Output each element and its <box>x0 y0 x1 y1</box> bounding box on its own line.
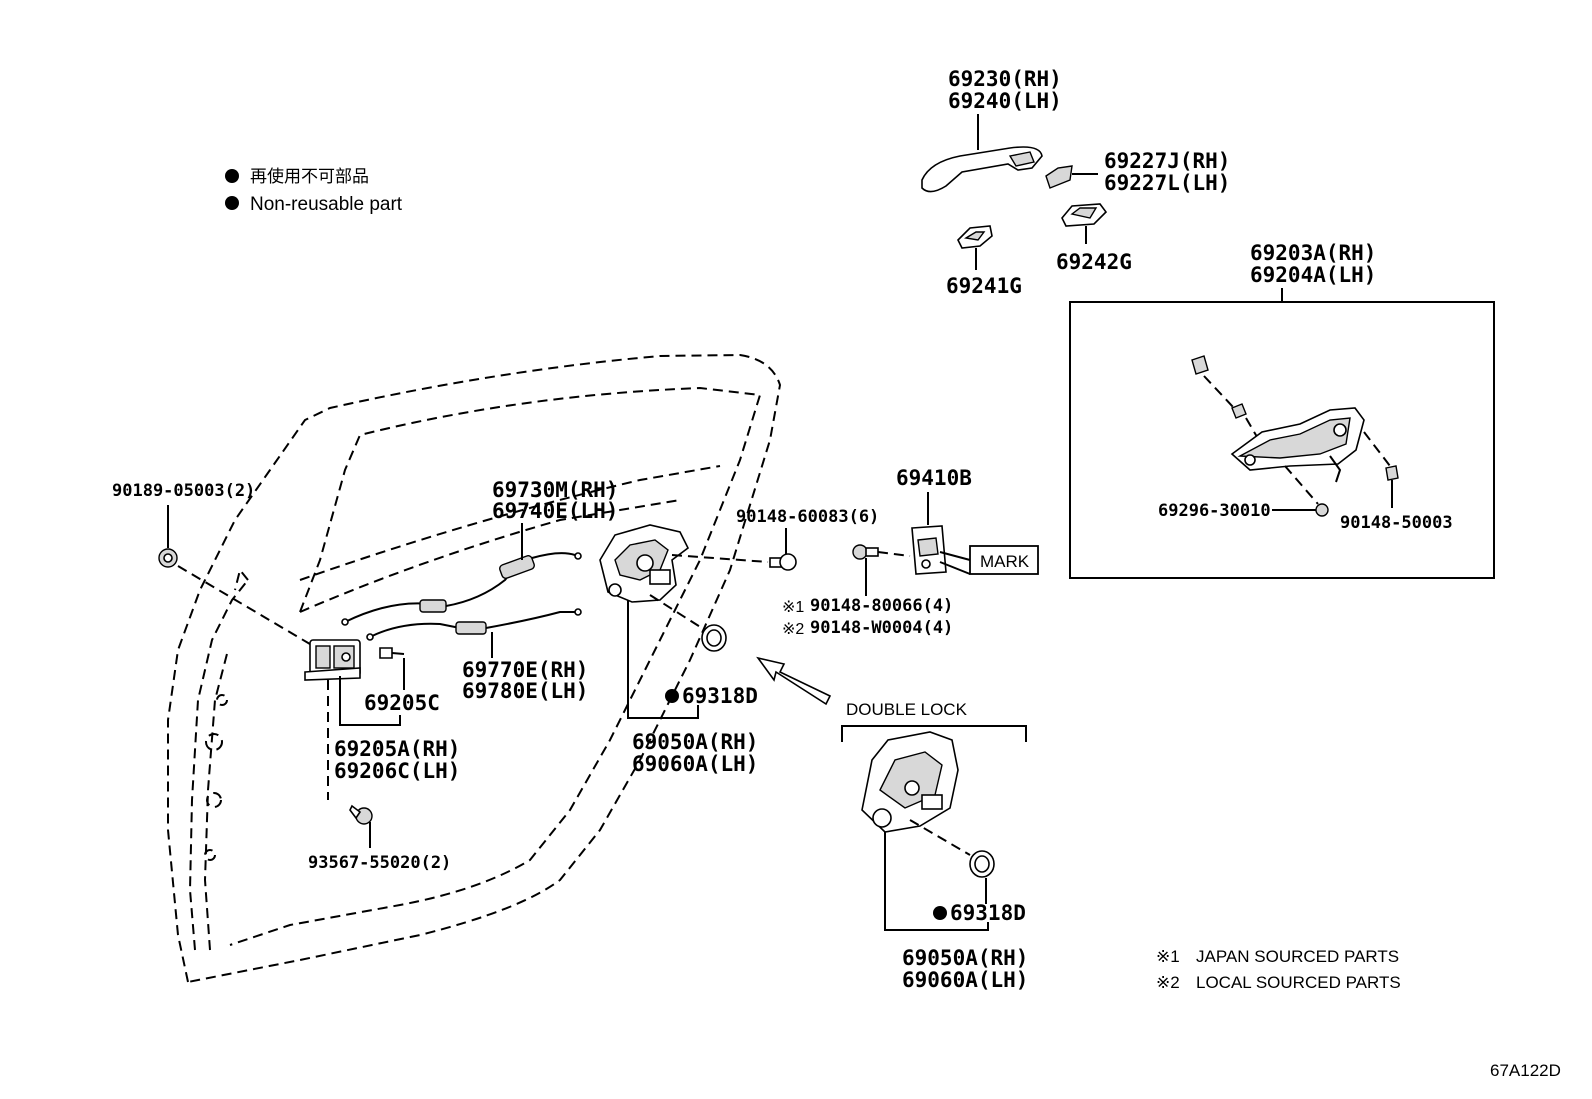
part-number-69318d-double: 69318D <box>950 901 1026 925</box>
part-number-69318d: 69318D <box>682 684 758 708</box>
note-mark-2: ※2 <box>782 621 804 638</box>
note-1-text: JAPAN SOURCED PARTS <box>1196 947 1399 966</box>
part-number-69060a: 69060A(LH) <box>632 752 758 776</box>
clip-part <box>158 548 178 568</box>
bracket-line <box>339 676 401 726</box>
part-number-69205c: 69205C <box>364 691 440 715</box>
handle-pad-rear <box>1061 203 1108 227</box>
leader-line <box>939 561 971 575</box>
leader-dash <box>649 594 706 631</box>
diagram-code: 67A122D <box>1490 1061 1561 1080</box>
non-reusable-dot-icon <box>225 196 239 210</box>
part-number-90148-80066: 90148-80066(4) <box>810 596 953 616</box>
part-number-69204a: 69204A(LH) <box>1250 263 1376 287</box>
leader-dash <box>1284 465 1319 505</box>
frame-clip-nut <box>1231 403 1247 419</box>
bolt-93567 <box>349 804 373 825</box>
part-number-69740e: 69740E(LH) <box>492 499 618 523</box>
note-1-mark: ※1 <box>1156 947 1180 966</box>
door-lock-assembly-main <box>599 524 690 603</box>
part-number-90148-50003: 90148-50003 <box>1340 513 1453 533</box>
screw-90148-80066 <box>852 544 879 560</box>
part-number-69242g: 69242G <box>1056 250 1132 274</box>
part-number-69770e: 69770E(RH) <box>462 658 588 682</box>
non-reusable-dot-icon <box>225 169 239 183</box>
bracket-line <box>627 600 699 719</box>
screw-90148-50003 <box>1385 465 1399 481</box>
part-number-69230: 69230(RH) <box>948 67 1062 91</box>
part-number-69206c: 69206C(LH) <box>334 759 460 783</box>
lock-cable-upper <box>341 552 582 626</box>
note-2-mark: ※2 <box>1156 973 1180 992</box>
direction-arrow <box>756 656 832 706</box>
bracket-line <box>884 832 989 931</box>
mark-label: MARK <box>980 552 1030 571</box>
leader-dash <box>909 819 971 856</box>
part-number-69410b: 69410B <box>896 466 972 490</box>
handle-pad-front <box>957 225 993 249</box>
part-number-69780e: 69780E(LH) <box>462 679 588 703</box>
note-mark-1: ※1 <box>782 599 804 616</box>
part-number-69227l: 69227L(LH) <box>1104 171 1230 195</box>
leader-dash <box>671 554 769 563</box>
outside-handle <box>921 146 1043 193</box>
part-number-69240: 69240(LH) <box>948 89 1062 113</box>
non-reusable-dot-icon <box>665 689 679 703</box>
part-number-69730m: 69730M(RH) <box>492 478 618 502</box>
leader-line <box>939 551 971 561</box>
note-2-text: LOCAL SOURCED PARTS <box>1196 973 1401 992</box>
double-lock-title: DOUBLE LOCK <box>846 700 968 719</box>
leader-dash <box>1363 431 1391 467</box>
part-number-69205a: 69205A(RH) <box>334 737 460 761</box>
part-number-93567: 93567-55020(2) <box>308 853 451 873</box>
door-lock-assembly-double <box>861 731 959 833</box>
lock-cable-lower <box>366 608 582 641</box>
part-number-90189: 90189-05003(2) <box>112 481 255 501</box>
part-number-69060a-double: 69060A(LH) <box>902 968 1028 992</box>
frame-assembly-box <box>1069 301 1495 579</box>
part-number-69227j: 69227J(RH) <box>1104 149 1230 173</box>
grommet-69318d <box>701 624 727 652</box>
non-reusable-dot-icon <box>933 906 947 920</box>
part-number-69050a-double: 69050A(RH) <box>902 946 1028 970</box>
part-number-90148-w0004: 90148-W0004(4) <box>810 618 953 638</box>
part-number-69241g: 69241G <box>946 274 1022 298</box>
screw-69296 <box>1315 503 1329 517</box>
screw-90148-60083 <box>769 553 797 571</box>
leader-dash <box>177 565 321 651</box>
mark-box <box>969 545 1039 575</box>
part-number-90148-60083: 90148-60083(6) <box>736 507 879 527</box>
handle-cap <box>1045 165 1073 189</box>
legend-english: Non-reusable part <box>250 194 403 215</box>
part-number-69203a: 69203A(RH) <box>1250 241 1376 265</box>
frame-clip-upper <box>1191 355 1209 375</box>
leader-dash <box>1203 375 1235 409</box>
part-number-69296: 69296-30010 <box>1158 501 1271 521</box>
legend-japanese: 再使用不可部品 <box>250 166 369 186</box>
door-lock-assembly-left <box>304 639 361 681</box>
part-number-69050a: 69050A(RH) <box>632 730 758 754</box>
leader-dash <box>877 551 911 557</box>
double-lock-bracket <box>841 725 1027 742</box>
screw-69205c <box>379 647 405 659</box>
rear-door-outline <box>167 353 782 984</box>
grommet-69318d-double <box>969 850 995 878</box>
striker-69410b <box>911 525 947 575</box>
handle-frame-assembly <box>1230 407 1365 483</box>
